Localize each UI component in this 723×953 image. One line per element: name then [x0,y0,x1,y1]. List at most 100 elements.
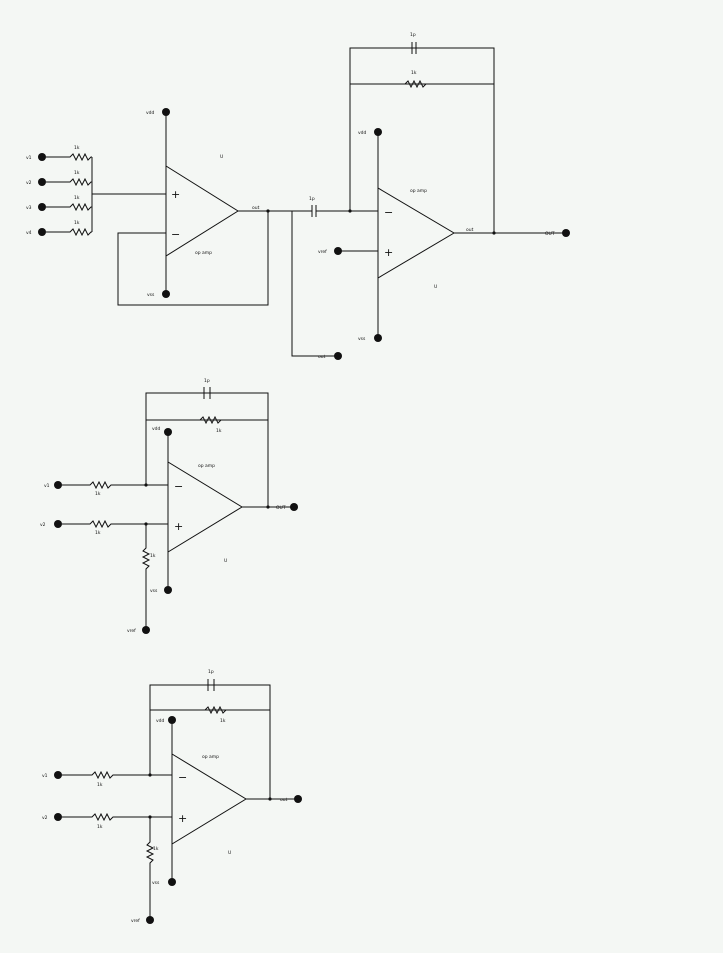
pin-label-OUT-c2: OUT [276,505,286,511]
c3-feedback-capacitor [150,679,270,691]
c2-resistor-1-value: 1k [95,491,101,497]
input-pin-v2-c3[interactable] [54,813,62,821]
pin-vss-c2[interactable] [164,586,172,594]
pin-label-v2-c3: v2 [42,815,48,821]
c2-resistor-3-value: 1k [150,553,156,559]
resistor-value-3: 1k [74,195,80,201]
input-pin-v1-c2[interactable] [54,481,62,489]
pin-label-v2: v2 [26,180,32,186]
pin-vdd-1[interactable] [162,108,170,116]
pin-out-mid[interactable] [334,352,342,360]
input-pin-v2-c2[interactable] [54,520,62,528]
opamp-4-label: op amp [202,755,219,760]
opamp-1-out-label: out [252,205,260,211]
opamp-1-symbol[interactable] [165,165,239,257]
opamp-1-ref: U [220,154,223,160]
input-pin-v4[interactable] [38,228,46,236]
pin-label-out-c3: out [280,797,288,803]
output-pin-OUT[interactable] [562,229,570,237]
opamp-4-minus: − [178,771,187,784]
pin-label-vref-c3: vref [131,918,140,924]
junction-dot [144,522,148,526]
opamp-4-plus: + [178,812,187,825]
c3-capacitor-value: 1p [208,669,214,675]
capacitor-in [291,205,378,357]
junction-dot [492,231,496,235]
junction-dot [148,773,152,777]
pin-label-v2-c2: v2 [40,522,46,528]
output-pin-out-c3[interactable] [294,795,302,803]
input-resistor-network [46,152,166,237]
junction-dot [348,209,352,213]
pin-vref-c3[interactable] [146,916,154,924]
pin-label-v1-c3: v1 [42,773,48,779]
junction-dot [144,483,148,487]
junction-dot [268,797,272,801]
pin-vdd-c3[interactable] [168,716,176,724]
circuit-difference-amplifier: v1 v2 1k 1k 1k 1p 1k − + op amp [42,669,302,924]
circuit-summing-integrator: v1 v2 v3 v4 1k 1k 1k 1k + − op amp U [26,32,570,360]
pin-vss-c3[interactable] [168,878,176,886]
pin-label-vdd-c2: vdd [152,426,161,432]
resistor-value-4: 1k [74,220,80,226]
opamp-4-ref: U [228,850,231,856]
pin-label-vref-c2: vref [127,628,136,634]
pin-label-vss-c3: vss [152,881,160,886]
pin-label-vref-1: vref [318,249,327,255]
pin-label-vdd-1: vdd [146,110,155,116]
pin-label-v1: v1 [26,155,32,161]
input-pin-v1-c3[interactable] [54,771,62,779]
c3-resistor-3-value: 1k [153,846,159,852]
pin-vss-2[interactable] [374,334,382,342]
pin-vref-c2[interactable] [142,626,150,634]
feedback-capacitor-1 [411,42,417,54]
pin-vss-1[interactable] [162,290,170,298]
opamp-2-symbol[interactable] [377,187,455,279]
c2-input-wiring [62,392,294,630]
pin-label-vss-c2: vss [150,589,158,594]
pin-label-vdd-2: vdd [358,130,367,136]
pin-vref-1[interactable] [334,247,342,255]
input-pin-v3[interactable] [38,203,46,211]
pin-vdd-2[interactable] [374,128,382,136]
feedback-resistor-1-value: 1k [411,70,417,76]
opamp-3-ref: U [224,558,227,564]
junction-dot [266,209,270,213]
c2-feedback-capacitor [146,387,268,399]
pin-label-vss-2: vss [358,337,366,342]
opamp-1-wiring [117,112,306,306]
opamp-1-plus: + [171,188,180,201]
pin-vdd-c2[interactable] [164,428,172,436]
opamp-1-label: op amp [195,251,212,256]
opamp-4-symbol[interactable] [171,753,247,845]
opamp-3-symbol[interactable] [167,461,243,553]
junction-dot [148,815,152,819]
input-pin-v1[interactable] [38,153,46,161]
opamp-2-label: op amp [410,189,427,194]
pin-label-out-mid: out [318,354,326,360]
opamp-2-out-label: out [466,227,474,233]
pin-label-v3: v3 [26,205,32,211]
opamp-2-ref: U [434,284,437,290]
opamp-2-minus: − [384,206,393,219]
c3-feedback-resistor-value: 1k [220,718,226,724]
c3-resistor-2-value: 1k [97,824,103,830]
opamp-1-minus: − [171,228,180,241]
pin-label-vdd-c3: vdd [156,718,165,724]
c2-resistor-2-value: 1k [95,530,101,536]
c3-resistor-1-value: 1k [97,782,103,788]
input-pin-v2[interactable] [38,178,46,186]
opamp-3-plus: + [174,520,183,533]
c2-feedback-resistor [199,415,222,425]
opamp-3-minus: − [174,480,183,493]
pin-label-OUT: OUT [545,231,555,237]
feedback-resistor-1 [404,79,427,89]
c2-feedback-resistor-value: 1k [216,428,222,434]
resistor-value-2: 1k [74,170,80,176]
c2-capacitor-value: 1p [204,378,210,384]
pin-label-v1-c2: v1 [44,483,50,489]
pin-label-v4: v4 [26,230,32,236]
resistor-value-1: 1k [74,145,80,151]
output-pin-OUT-c2[interactable] [290,503,298,511]
